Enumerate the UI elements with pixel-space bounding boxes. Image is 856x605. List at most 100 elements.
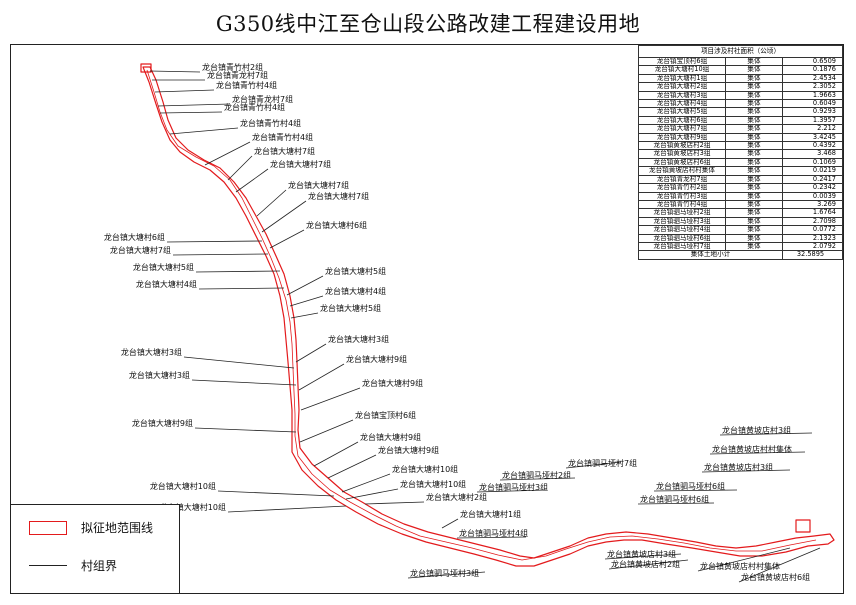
- area-cell: 0.1069: [782, 157, 843, 168]
- total-value: 32.5895: [782, 250, 843, 260]
- village-group-cell: 龙台镇大塘村10组: [638, 65, 726, 75]
- leader-line: [261, 200, 307, 233]
- leader-line: [235, 168, 269, 193]
- village-group-cell: 龙台镇驷马垭村2组: [638, 208, 726, 218]
- area-cell: 0.9293: [782, 107, 843, 117]
- village-group-cell: 龙台镇宝顶村6组: [638, 56, 726, 67]
- legend-village-swatch: [29, 565, 67, 566]
- area-cell: 2.3052: [782, 82, 843, 92]
- leader-line: [709, 451, 806, 455]
- area-cell: 2.4534: [782, 73, 843, 84]
- leader-line: [290, 312, 319, 319]
- leader-line: [441, 518, 459, 529]
- leader-line: [227, 155, 253, 181]
- village-group-label: 龙台镇大塘村10组: [400, 479, 466, 489]
- village-group-label: 龙台镇驷马垭村7组: [568, 458, 637, 468]
- ownership-cell: 集体: [725, 115, 783, 126]
- village-group-label: 龙台镇大塘村3组: [328, 334, 389, 344]
- leader-line: [608, 559, 689, 570]
- legend-boundary-label: 拟征地范围线: [81, 521, 154, 535]
- ownership-cell: 集体: [725, 166, 783, 176]
- village-group-label: 龙台镇驷马垭村6组: [640, 494, 709, 504]
- leader-line: [198, 287, 285, 290]
- leader-line: [327, 454, 377, 479]
- village-group-label: 龙台镇青竹村4组: [240, 118, 301, 128]
- area-cell: 3.4245: [782, 132, 843, 143]
- ownership-cell: 集体: [725, 82, 783, 92]
- leader-line: [172, 253, 269, 256]
- leader-line: [565, 461, 622, 469]
- ownership-cell: 集体: [725, 73, 783, 84]
- area-cell: 1.6764: [782, 208, 843, 218]
- map-frame: [10, 44, 844, 594]
- village-group-label: 龙台镇驷马垭村3组: [410, 568, 479, 578]
- village-group-label: 龙台镇青竹村4组: [216, 80, 277, 90]
- leader-line: [499, 477, 576, 481]
- leader-line: [697, 547, 791, 572]
- village-group-cell: 龙台镇大塘村6组: [638, 115, 726, 126]
- leader-line: [183, 356, 295, 369]
- leader-line: [191, 379, 297, 386]
- area-cell: 3.468: [782, 149, 843, 159]
- village-group-cell: 龙台镇黄坡店村村集体: [638, 166, 726, 176]
- village-group-label: 龙台镇大塘村5组: [320, 303, 381, 313]
- village-group-cell: 龙台镇驷马垭村7组: [638, 241, 726, 252]
- ownership-cell: 集体: [725, 241, 783, 252]
- leader-line: [194, 427, 297, 433]
- ownership-cell: 集体: [725, 208, 783, 218]
- village-group-label: 龙台镇黄坡店村村集体: [712, 444, 792, 454]
- village-group-cell: 龙台镇驷马垭村4组: [638, 225, 726, 235]
- leader-line: [195, 270, 281, 273]
- ownership-cell: 集体: [725, 141, 783, 151]
- village-group-cell: 龙台镇黄坡店村3组: [638, 149, 726, 159]
- village-group-label: 龙台镇大塘村7组: [110, 245, 171, 255]
- village-group-cell: 龙台镇青竹村2组: [638, 183, 726, 193]
- village-group-label: 龙台镇驷马垭村2组: [502, 470, 571, 480]
- ownership-cell: 集体: [725, 90, 783, 101]
- leader-line: [204, 141, 251, 166]
- village-group-label: 龙台镇青竹村2组: [202, 62, 263, 72]
- village-group-cell: 龙台镇大塘村7组: [638, 124, 726, 134]
- area-cell: 0.6509: [782, 56, 843, 67]
- ownership-cell: 集体: [725, 99, 783, 109]
- legend-boundary-swatch: [29, 520, 67, 535]
- village-group-cell: 龙台镇大塘村4组: [638, 99, 726, 109]
- village-group-label: 龙台镇黄坡店村3组: [722, 425, 791, 435]
- area-cell: 0.4392: [782, 141, 843, 151]
- village-group-label: 龙台镇大塘村6组: [306, 220, 367, 230]
- leader-line: [738, 547, 821, 583]
- area-cell: 0.1876: [782, 65, 843, 75]
- village-group-label: 龙台镇大塘村7组: [270, 159, 331, 169]
- area-cell: 1.3957: [782, 115, 843, 126]
- village-group-label: 龙台镇黄坡店村6组: [741, 572, 810, 582]
- area-cell: 0.6049: [782, 99, 843, 109]
- area-cell: 0.2342: [782, 183, 843, 193]
- leader-line: [300, 387, 361, 411]
- ownership-cell: 集体: [725, 183, 783, 193]
- land-acquisition-boundary: [140, 63, 835, 567]
- village-group-cell: 龙台镇黄坡店村2组: [638, 141, 726, 151]
- village-group-label: 龙台镇青龙村7组: [207, 70, 268, 80]
- leader-line: [313, 441, 359, 467]
- map-title: G350线中江至仓山段公路改建工程建设用地: [215, 12, 641, 36]
- ownership-cell: 集体: [725, 149, 783, 159]
